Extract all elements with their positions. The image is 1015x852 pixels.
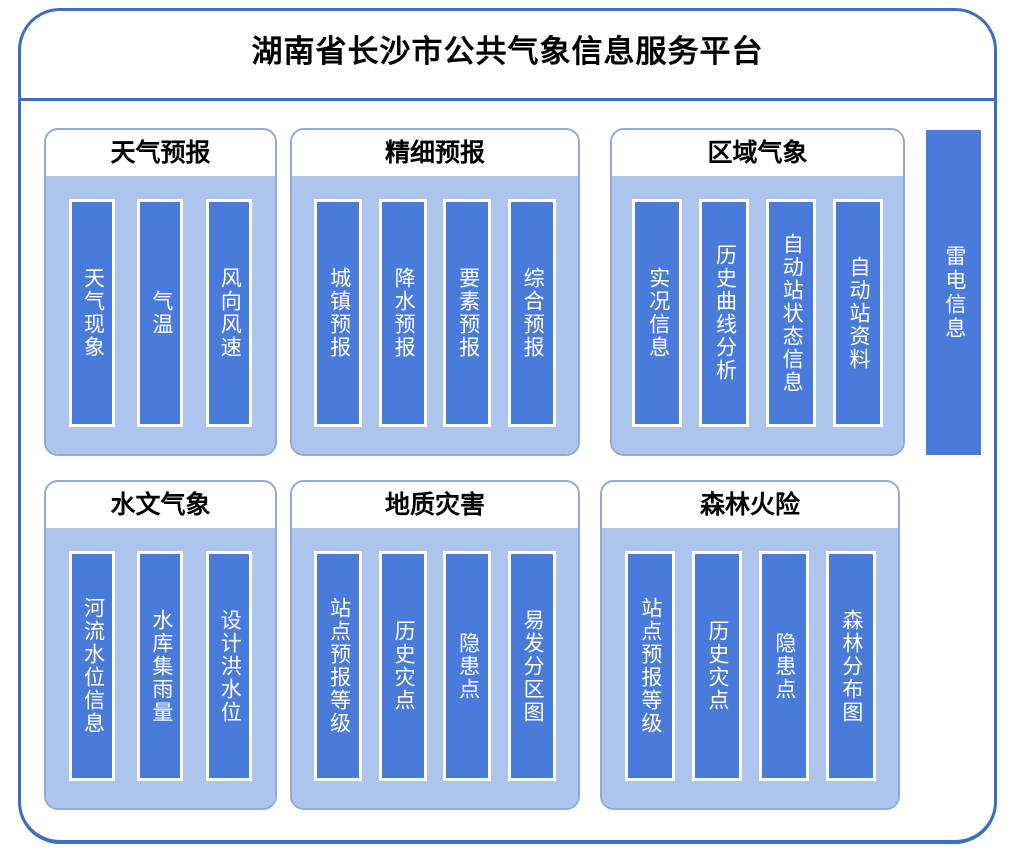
item-bar[interactable]: 天气现象 <box>69 199 116 427</box>
item-bar[interactable]: 森林分布图 <box>825 551 876 781</box>
item-label: 隐患点 <box>772 631 796 701</box>
item-bar[interactable]: 站点预报等级 <box>314 551 363 781</box>
item-bar[interactable]: 设计洪水位 <box>205 551 252 781</box>
panel-forest-fire[interactable]: 森林火险 站点预报等级 历史灾点 隐患点 森林分布图 <box>600 480 900 810</box>
item-bar[interactable]: 易发分区图 <box>507 551 556 781</box>
item-bar[interactable]: 历史灾点 <box>378 551 427 781</box>
panel-body: 站点预报等级 历史灾点 隐患点 易发分区图 <box>292 528 578 808</box>
item-bar[interactable]: 气温 <box>137 199 184 427</box>
panel-header: 森林火险 <box>602 482 898 528</box>
item-bar[interactable]: 实况信息 <box>632 199 683 427</box>
item-bar[interactable]: 历史灾点 <box>691 551 742 781</box>
item-label: 设计洪水位 <box>218 608 242 724</box>
item-bar[interactable]: 自动站状态信息 <box>765 199 816 427</box>
panel-geo-hazard[interactable]: 地质灾害 站点预报等级 历史灾点 隐患点 易发分区图 <box>290 480 580 810</box>
item-bar[interactable]: 自动站资料 <box>832 199 883 427</box>
panel-regional-weather[interactable]: 区域气象 实况信息 历史曲线分析 自动站状态信息 自动站资料 <box>610 128 905 456</box>
item-bar[interactable]: 水库集雨量 <box>137 551 184 781</box>
item-bar[interactable]: 综合预报 <box>507 199 556 427</box>
panel-title: 区域气象 <box>707 138 808 167</box>
item-label: 天气现象 <box>81 267 105 359</box>
item-bar[interactable]: 河流水位信息 <box>69 551 116 781</box>
panel-body: 河流水位信息 水库集雨量 设计洪水位 <box>46 528 275 808</box>
panel-title: 精细预报 <box>384 138 485 167</box>
item-bar[interactable]: 要素预报 <box>443 199 492 427</box>
item-label: 森林分布图 <box>839 608 863 724</box>
item-bar[interactable]: 历史曲线分析 <box>699 199 750 427</box>
panel-header: 天气预报 <box>46 130 275 176</box>
item-label: 自动站资料 <box>847 255 870 371</box>
item-bar[interactable]: 降水预报 <box>378 199 427 427</box>
item-label: 水库集雨量 <box>149 608 173 724</box>
panel-body: 城镇预报 降水预报 要素预报 综合预报 <box>292 176 578 454</box>
item-label: 历史灾点 <box>705 620 729 712</box>
panel-hydro-weather[interactable]: 水文气象 河流水位信息 水库集雨量 设计洪水位 <box>44 480 277 810</box>
item-label: 隐患点 <box>456 631 480 701</box>
item-label: 城镇预报 <box>327 267 351 359</box>
item-label: 自动站状态信息 <box>780 232 804 394</box>
item-label: 降水预报 <box>392 267 416 359</box>
item-label: 易发分区图 <box>521 608 545 724</box>
item-label: 站点预报等级 <box>638 597 662 735</box>
panel-header: 地质灾害 <box>292 482 578 528</box>
platform-header: 湖南省长沙市公共气象信息服务平台 <box>18 8 997 101</box>
item-bar[interactable]: 站点预报等级 <box>624 551 675 781</box>
lightning-info-bar[interactable]: 雷电信息 <box>926 130 981 455</box>
item-bar[interactable]: 城镇预报 <box>314 199 363 427</box>
item-label: 河流水位信息 <box>81 597 105 735</box>
panel-header: 区域气象 <box>612 130 903 176</box>
panel-fine-forecast[interactable]: 精细预报 城镇预报 降水预报 要素预报 综合预报 <box>290 128 580 456</box>
page-title: 湖南省长沙市公共气象信息服务平台 <box>251 33 764 69</box>
item-label: 气温 <box>149 290 173 336</box>
panel-title: 森林火险 <box>699 490 800 519</box>
panel-weather-forecast[interactable]: 天气预报 天气现象 气温 风向风速 <box>44 128 277 456</box>
panel-title: 地质灾害 <box>384 490 485 519</box>
item-label: 实况信息 <box>646 267 670 359</box>
panel-header: 精细预报 <box>292 130 578 176</box>
panel-title: 天气预报 <box>110 138 211 167</box>
item-bar[interactable]: 风向风速 <box>205 199 252 427</box>
panel-body: 实况信息 历史曲线分析 自动站状态信息 自动站资料 <box>612 176 903 454</box>
item-label: 站点预报等级 <box>327 597 351 735</box>
panel-body: 天气现象 气温 风向风速 <box>46 176 275 454</box>
item-label: 历史灾点 <box>392 620 416 712</box>
panel-body: 站点预报等级 历史灾点 隐患点 森林分布图 <box>602 528 898 808</box>
item-label: 历史曲线分析 <box>713 244 737 382</box>
item-label: 综合预报 <box>521 267 545 359</box>
item-label: 要素预报 <box>456 267 480 359</box>
panel-title: 水文气象 <box>110 490 211 519</box>
item-bar[interactable]: 隐患点 <box>758 551 809 781</box>
item-label: 雷电信息 <box>942 244 966 341</box>
item-label: 风向风速 <box>218 267 242 359</box>
panel-header: 水文气象 <box>46 482 275 528</box>
item-bar[interactable]: 隐患点 <box>443 551 492 781</box>
